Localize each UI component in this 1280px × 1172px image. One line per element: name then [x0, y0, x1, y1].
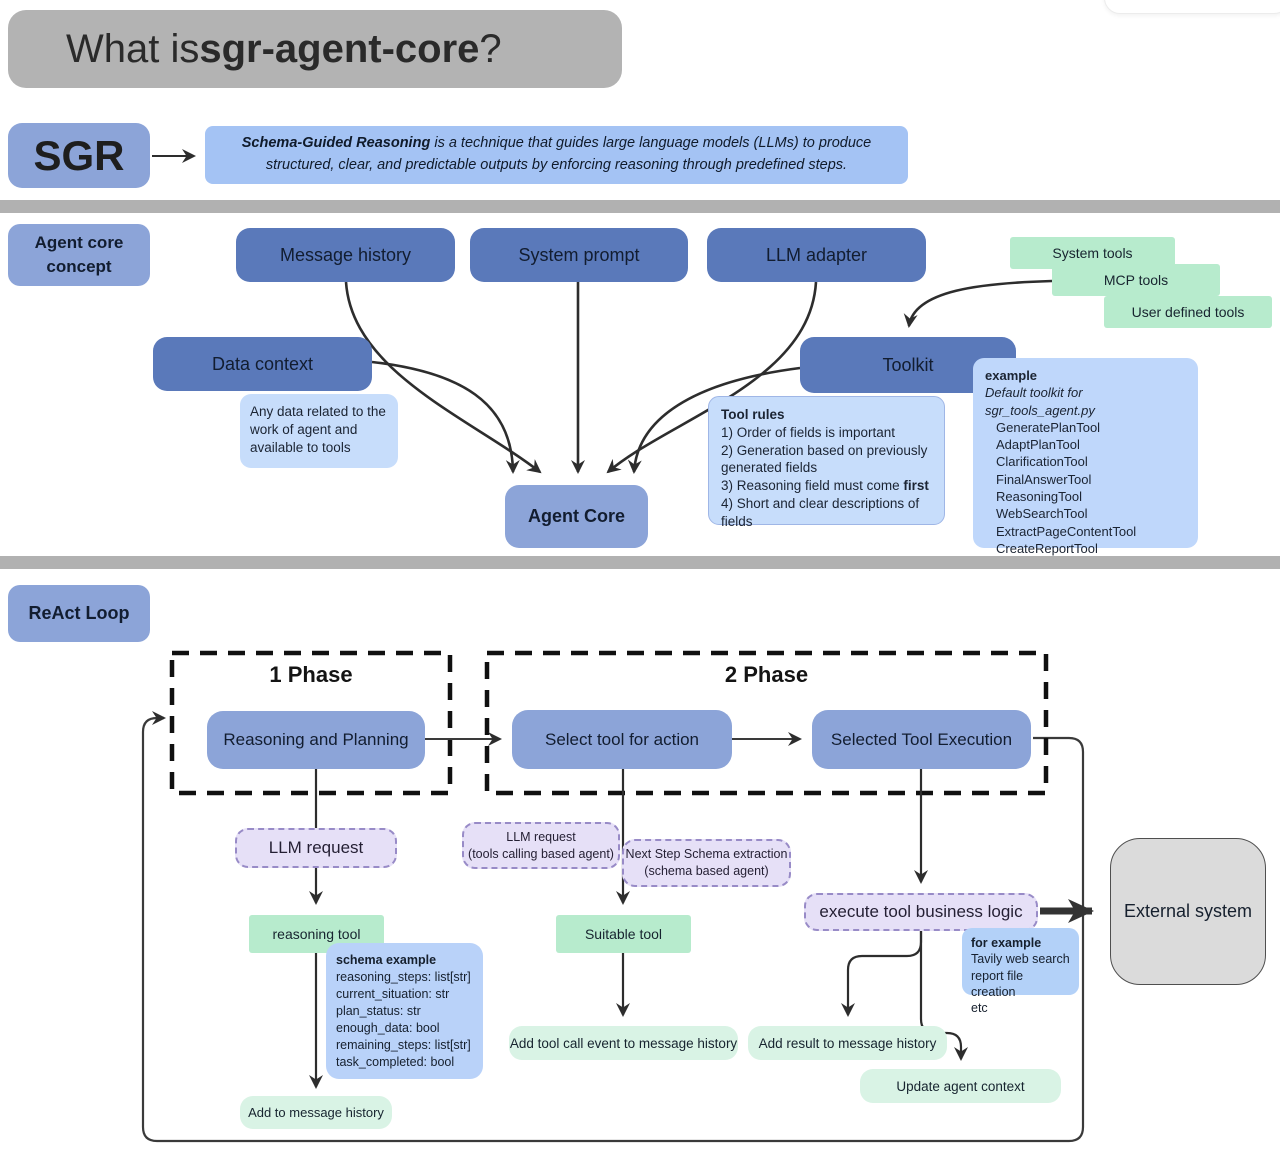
schema-field: plan_status: str [336, 1004, 421, 1018]
sgr-definition-term: Schema-Guided Reasoning [241, 135, 431, 152]
toolkit-example-tool: CreateReportTool [996, 540, 1098, 556]
section-label-react-loop: ReAct Loop [8, 585, 150, 642]
sgr-label: SGR [33, 131, 125, 179]
node-data-context: Data context [153, 337, 372, 391]
section-divider-2 [0, 556, 1280, 569]
page-title-suffix: ? [479, 26, 502, 71]
node-suitable-tool: Suitable tool [556, 915, 691, 953]
section-label-agent-core: Agent core concept [8, 224, 150, 286]
tool-rule-3: 3) Reasoning field must come first [721, 478, 929, 494]
arrow-toolkit-agent-core [627, 366, 801, 474]
tool-rules-note: Tool rules 1) Order of fields is importa… [708, 396, 945, 529]
schema-example-note: schema example reasoning_steps: list[str… [326, 943, 483, 1079]
page-title: What is sgr-agent-core? [8, 10, 622, 88]
node-select-tool-for-action: Select tool for action [512, 710, 732, 769]
for-example-line: Tavily web search [971, 952, 1070, 967]
for-example-line: report file creation [971, 968, 1024, 999]
node-mcp-tools: MCP tools [1052, 264, 1220, 296]
tool-rules-title: Tool rules [721, 407, 785, 422]
tool-rule-1: 1) Order of fields is important [721, 424, 896, 440]
node-add-to-message-history: Add to message history [240, 1096, 392, 1129]
node-system-prompt: System prompt [470, 228, 688, 282]
node-llm-adapter: LLM adapter [707, 228, 926, 282]
page-title-bold: sgr-agent-core [199, 26, 480, 71]
node-sgr: SGR [8, 123, 150, 188]
toolkit-example-tool: ReasoningTool [996, 488, 1083, 504]
schema-field: remaining_steps: list[str] [336, 1038, 471, 1052]
toolkit-example-tool: AdaptPlanTool [996, 437, 1080, 453]
data-context-note: Any data related to the work of agent an… [240, 394, 398, 468]
toolkit-example-tool: GeneratePlanTool [996, 419, 1101, 435]
node-user-defined-tools: User defined tools [1104, 296, 1272, 328]
sgr-definition-note: Schema-Guided Reasoning is a technique t… [205, 126, 908, 184]
page-title-prefix: What is [66, 26, 200, 71]
node-llm-request-tools-calling: LLM request (tools calling based agent) [462, 822, 620, 869]
node-update-agent-context: Update agent context [860, 1069, 1061, 1103]
node-add-tool-call-event: Add tool call event to message history [509, 1026, 738, 1060]
arrow-data-context-agent-core [371, 360, 520, 474]
tool-rule-2: 2) Generation based on previously genera… [721, 442, 928, 476]
schema-field: task_completed: bool [336, 1055, 455, 1069]
node-llm-request: LLM request [235, 828, 397, 868]
node-reasoning-and-planning: Reasoning and Planning [207, 711, 425, 769]
phase1-label: 1 Phase [269, 662, 353, 687]
schema-field: current_situation: str [336, 987, 450, 1001]
node-message-history: Message history [236, 228, 455, 282]
for-example-line: etc [971, 1001, 988, 1015]
section-divider-1 [0, 200, 1280, 213]
tool-rule-4: 4) Short and clear descriptions of field… [721, 496, 920, 529]
phase2-dashed-box [484, 650, 1049, 796]
sgr-definition-text: is a technique that guides large languag… [265, 135, 872, 173]
arrow-execute-add-result [841, 931, 923, 1017]
react-loop-path [141, 711, 1085, 1143]
for-example-title: for example [971, 936, 1042, 950]
arrow-llm-adapter-agent-core [606, 281, 818, 474]
node-agent-core: Agent Core [505, 485, 648, 548]
toolkit-example-title: example [985, 368, 1038, 383]
node-selected-tool-execution: Selected Tool Execution [812, 710, 1031, 769]
toolkit-example-tool: WebSearchTool [996, 506, 1088, 522]
toolkit-example-tool: FinalAnswerTool [996, 471, 1092, 487]
arrow-tools-toolkit [903, 279, 1053, 328]
toolkit-example-tool: ExtractPageContentTool [996, 523, 1137, 539]
ghost-card [1104, 0, 1280, 14]
schema-field: reasoning_steps: list[str] [336, 970, 471, 984]
phase2-label: 2 Phase [724, 662, 809, 687]
node-add-result-to-message-history: Add result to message history [748, 1026, 947, 1060]
schema-field: enough_data: bool [336, 1021, 440, 1035]
toolkit-example-note: example Default toolkit for sgr_tools_ag… [973, 358, 1198, 556]
schema-example-title: schema example [336, 953, 437, 967]
arrow-message-history-agent-core [344, 281, 542, 474]
toolkit-example-tool: ClarificationTool [996, 454, 1088, 470]
node-next-step-schema-extraction: Next Step Schema extraction (schema base… [622, 839, 791, 887]
node-execute-tool-business-logic: execute tool business logic [804, 893, 1038, 931]
for-example-note: for example Tavily web search report fil… [962, 928, 1079, 1015]
node-system-tools: System tools [1010, 237, 1175, 269]
toolkit-example-subtitle: Default toolkit for sgr_tools_agent.py [985, 385, 1095, 418]
node-external-system: External system [1110, 838, 1266, 985]
phase1-dashed-box [169, 650, 453, 796]
